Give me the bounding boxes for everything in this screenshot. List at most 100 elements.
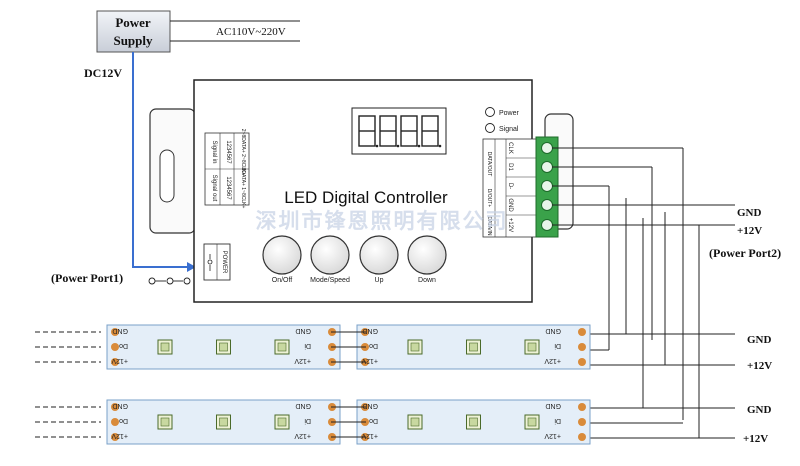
table-signal-out: Signal out xyxy=(211,175,217,202)
solder-pad xyxy=(111,403,119,411)
strip-pad-label: +12V xyxy=(111,357,128,364)
strip-pad-label: GND xyxy=(112,402,128,409)
power-supply-label-line2: Supply xyxy=(113,33,153,48)
strip-pad-label: GND xyxy=(295,402,311,409)
solder-pad xyxy=(578,343,586,351)
strip-pad-label: GND xyxy=(362,402,378,409)
on-off-button-label: On/Off xyxy=(272,277,293,284)
down-button-label: Down xyxy=(418,277,436,284)
controller-title: LED Digital Controller xyxy=(284,188,448,207)
table-code-out: 1234567 xyxy=(225,176,231,200)
output-terminal-label-d1: D1 xyxy=(507,163,513,171)
table-data-in: 2~8DATA+ 2~8CLK+ xyxy=(240,129,246,176)
strip-pad-label: +12V xyxy=(361,357,378,364)
strip-pad-label: GND xyxy=(545,402,561,409)
strip-pad-label: GND xyxy=(112,327,128,334)
output-label-block: DATA/OUT D/OUT+ DATA/IN CLK D1 D- GND +1… xyxy=(482,138,537,238)
signal-indicator-led xyxy=(485,123,495,133)
strip-pad-label: Do xyxy=(369,417,378,424)
dc-voltage-label: DC12V xyxy=(84,66,122,80)
output-side-label-2: D/OUT+ xyxy=(486,189,492,208)
strip-b-gnd-label: GND xyxy=(747,404,772,416)
solder-pad xyxy=(111,343,119,351)
port2-12v-label: +12V xyxy=(737,225,762,237)
power-supply-box xyxy=(96,10,171,53)
seven-segment-display xyxy=(351,107,447,155)
output-terminal-label-dminus: D- xyxy=(507,183,513,189)
watermark: 深圳市锋恩照明有限公司 xyxy=(256,209,509,233)
power-port2-label: (Power Port2) xyxy=(709,246,781,260)
table-signal-in: Signal in xyxy=(211,140,217,163)
strip-pad-label: Di xyxy=(304,417,311,424)
solder-pad xyxy=(111,433,119,441)
mode-speed-button[interactable] xyxy=(310,235,350,275)
strip-a-gnd-label: GND xyxy=(747,334,772,346)
led-chip-core xyxy=(219,417,228,427)
solder-pad xyxy=(111,328,119,336)
power-port1-label: (Power Port1) xyxy=(51,271,123,285)
strip-pad-label: +12V xyxy=(361,432,378,439)
strip-pad-label: Di xyxy=(554,417,561,424)
ac-input-label: AC110V~220V xyxy=(216,26,286,38)
solder-pad xyxy=(578,403,586,411)
led-chip-core xyxy=(160,417,170,427)
led-chip-core xyxy=(410,342,420,352)
strip-pad-label: Di xyxy=(554,342,561,349)
strip-b-12v-label: +12V xyxy=(743,433,768,445)
strip-pad-label: +12V xyxy=(294,432,311,439)
strip-pad-label: +12V xyxy=(544,432,561,439)
power-jack-label: POWER xyxy=(221,251,227,274)
strip-a-12v-label: +12V xyxy=(747,360,772,372)
port2-gnd-label: GND xyxy=(737,207,762,219)
output-terminal-label-12v: +12V xyxy=(507,218,513,232)
power-jack[interactable]: POWER xyxy=(203,243,231,281)
solder-pad xyxy=(578,433,586,441)
solder-pad xyxy=(111,418,119,426)
led-chip-core xyxy=(160,342,170,352)
led-chip-core xyxy=(527,417,537,427)
solder-pad xyxy=(578,358,586,366)
led-chip-core xyxy=(277,417,287,427)
strip-pad-label: GND xyxy=(295,327,311,334)
strip-pad-label: Di xyxy=(304,342,311,349)
table-code-in: 1234567 xyxy=(225,140,231,164)
strip-pad-label: +12V xyxy=(294,357,311,364)
strip-pad-label: +12V xyxy=(544,357,561,364)
output-terminal-label-gnd: GND xyxy=(507,198,513,212)
power-supply-label-line1: Power xyxy=(115,15,151,30)
strip-pad-label: Do xyxy=(369,342,378,349)
signal-indicator-label: Signal xyxy=(499,126,519,133)
led-strip-segment xyxy=(106,399,341,445)
signal-label-table: Signal out Signal in 1234567 1234567 8DA… xyxy=(204,129,250,209)
strip-pad-label: GND xyxy=(362,327,378,334)
down-button[interactable] xyxy=(407,235,447,275)
dc-polarity-icon xyxy=(148,277,191,285)
output-side-label-1: DATA/OUT xyxy=(486,152,492,177)
led-chip-core xyxy=(469,342,478,352)
strip-pad-label: Do xyxy=(119,417,128,424)
output-terminal-block xyxy=(535,136,559,238)
strip-pad-label: GND xyxy=(545,327,561,334)
solder-pad xyxy=(578,328,586,336)
led-chip-core xyxy=(277,342,287,352)
dc-power-arrowhead xyxy=(187,262,196,272)
up-button-label: Up xyxy=(375,277,384,284)
on-off-button[interactable] xyxy=(262,235,302,275)
led-chip-core xyxy=(469,417,478,427)
output-wiring xyxy=(552,147,735,439)
up-button[interactable] xyxy=(359,235,399,275)
mounting-slot-left xyxy=(159,149,175,203)
power-indicator-label: Power xyxy=(499,110,520,117)
dc-power-wire xyxy=(132,52,190,268)
led-chip-core xyxy=(410,417,420,427)
led-chip-core xyxy=(219,342,228,352)
output-side-label-3: DATA/IN xyxy=(486,217,492,236)
solder-pad xyxy=(111,358,119,366)
strip-pad-label: +12V xyxy=(111,432,128,439)
table-data-out: 8DATA+ 1~8CLK+ xyxy=(240,168,246,209)
output-terminal-label-clk: CLK xyxy=(507,142,513,154)
led-chip-core xyxy=(527,342,537,352)
solder-pad xyxy=(578,418,586,426)
